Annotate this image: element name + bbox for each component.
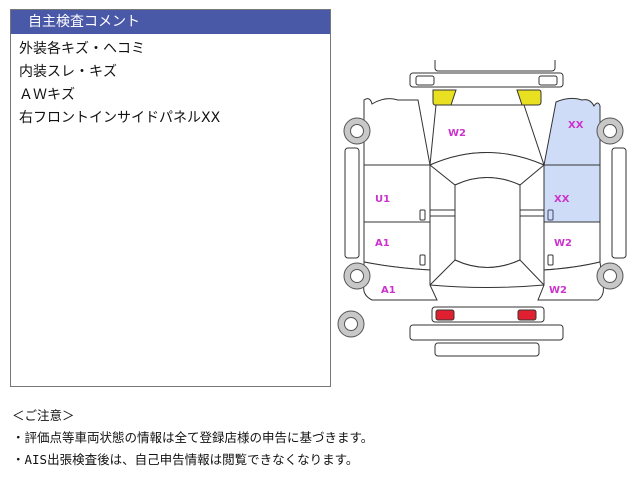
wheel-icon-front-left [343,117,371,145]
taillight-left-icon [435,309,455,321]
rear-bumper [409,324,564,341]
comment-panel-title: 自主検査コメント [11,10,330,34]
self-inspection-comment-panel: 自主検査コメント 外装各キズ・ヘコミ 内装スレ・キズ ＡＷキズ 右フロントインサ… [10,9,331,387]
notes-heading: ＜ご注意＞ [12,408,75,423]
label-right-rear-door: W2 [554,238,572,249]
label-right-front-fender: XX [568,120,584,131]
label-right-front-door: XX [554,194,570,205]
right-sill [611,147,627,259]
left-front-fender [363,98,431,166]
left-rear-fender[interactable] [363,261,438,301]
front-bumper-slot-right [538,75,558,86]
taillight-right-icon [517,309,537,321]
headlight-left-icon [432,89,457,106]
headlight-right-icon [516,89,542,106]
comment-item: 外装各キズ・ヘコミ [19,41,145,57]
rear-lamp-bar [431,306,545,323]
wheel-icon-front-right [596,117,624,145]
comment-item: 右フロントインサイドパネルXX [19,110,221,126]
notes-line: ・AIS出張検査後は、自己申告情報は閲覧できなくなります。 [12,452,359,467]
left-sill [344,147,360,259]
right-front-fender[interactable] [543,97,601,166]
notes-section: ＜ご注意＞ ・評価点等車両状態の情報は全て登録店様の申告に基づきます。 ・AIS… [12,405,373,471]
front-bumper [409,72,564,88]
wheel-icon-rear-left [343,262,371,290]
notes-line: ・評価点等車両状態の情報は全て登録店様の申告に基づきます。 [12,430,374,445]
comment-item: 内装スレ・キズ [19,64,117,80]
label-right-rear-fender: W2 [549,285,567,296]
label-left-front-door: U1 [375,194,390,205]
spare-wheel-icon [337,310,365,338]
front-bumper-top [434,60,556,72]
roof [454,177,521,268]
front-bumper-slot-left [415,75,435,86]
wheel-icon-rear-right [596,262,624,290]
label-left-rear-fender: A1 [381,285,396,296]
label-hood: W2 [448,128,466,139]
rear-bumper-bottom [434,342,540,357]
right-front-door[interactable] [543,164,601,223]
comment-item: ＡＷキズ [19,87,75,103]
label-left-rear-door: A1 [375,238,390,249]
vehicle-damage-diagram: W2 XX U1 A1 A1 XX W2 W2 [337,60,627,357]
comment-list: 外装各キズ・ヘコミ 内装スレ・キズ ＡＷキズ 右フロントインサイドパネルXX [11,34,330,130]
